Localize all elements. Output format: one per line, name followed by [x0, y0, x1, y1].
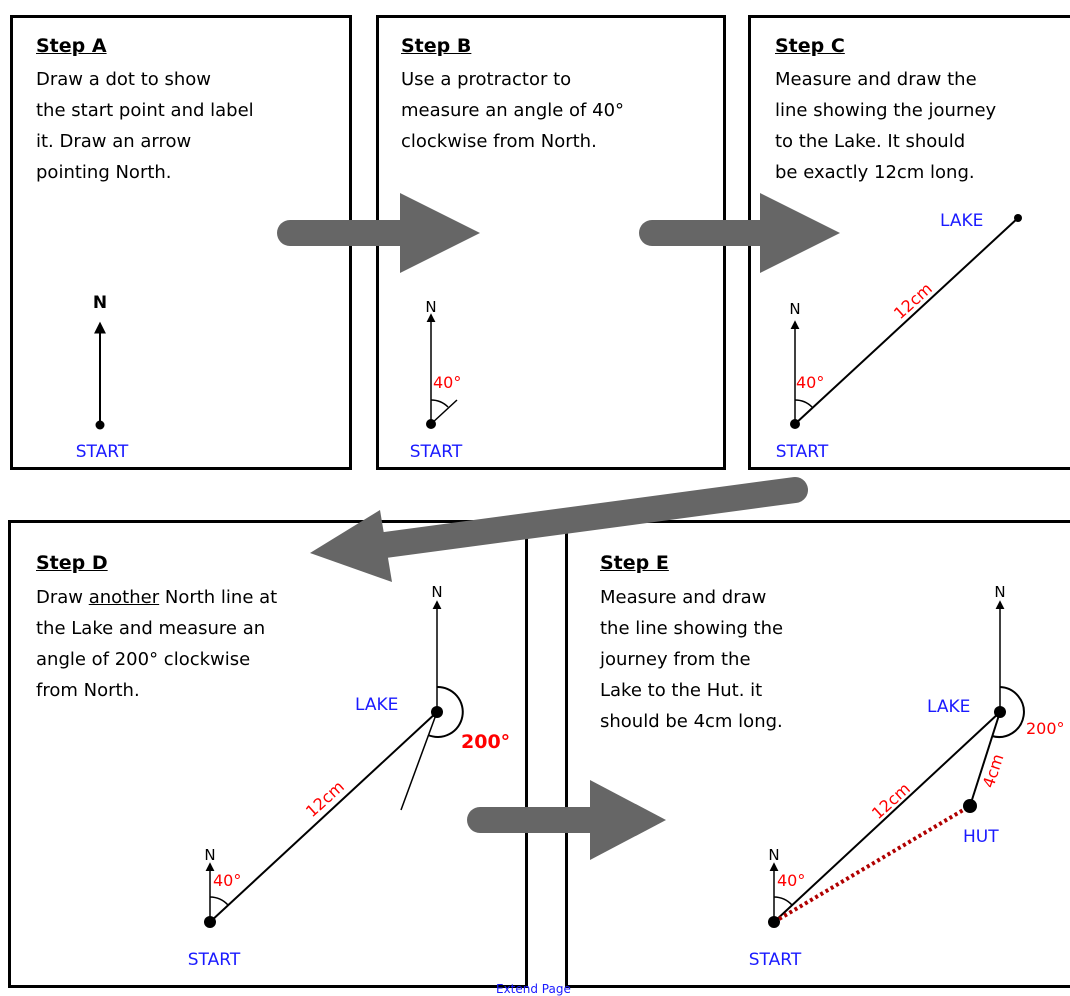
journey-line: [794, 217, 1019, 425]
step-d-emphasis: another: [88, 587, 160, 608]
north-label: N: [789, 300, 800, 318]
journey-line: [773, 711, 1001, 923]
step-b-text: Use a protractor to measure an angle of …: [401, 64, 624, 157]
lake-label: LAKE: [940, 211, 983, 231]
direct-path: [772, 804, 972, 924]
step-e-drawing: N N 40° 12cm 4cm LAKE 200° HUT START: [749, 583, 1065, 970]
angle-200-label: 200°: [461, 731, 510, 753]
flow-arrow-d-to-e: [467, 780, 666, 860]
step-c-line: be exactly 12cm long.: [775, 162, 975, 183]
step-d-title: Step D: [36, 552, 108, 574]
north-label: N: [425, 298, 436, 316]
step-d-line1-before: Draw: [36, 587, 89, 608]
step-d-drawing: N N 40° 12cm LAKE 200° START: [188, 583, 510, 970]
panel-step-d: [8, 520, 528, 988]
step-e-line: Measure and draw: [600, 587, 767, 608]
start-label: START: [410, 442, 463, 462]
step-a-line: Draw a dot to show: [36, 69, 212, 90]
start-label: START: [76, 442, 129, 462]
step-b-line: Use a protractor to: [401, 69, 572, 90]
step-e-text: Measure and draw the line showing the jo…: [600, 582, 783, 737]
step-d-line: angle of 200° clockwise: [36, 649, 251, 670]
north-label: N: [93, 293, 107, 313]
lake-dot: [431, 706, 443, 718]
angle-ray: [400, 711, 438, 811]
hut-dot: [963, 799, 977, 813]
step-d-line1-after: North line at: [159, 587, 278, 608]
angle-arc: [209, 896, 229, 906]
angle-arc: [430, 399, 449, 408]
step-a-drawing: N START: [76, 293, 129, 462]
flow-arrow-a-to-b: [277, 193, 480, 273]
lake-label: LAKE: [355, 695, 398, 715]
step-a-line: the start point and label: [36, 100, 254, 121]
start-label: START: [749, 950, 802, 970]
step-e-title: Step E: [600, 552, 669, 574]
distance-4cm-label: 4cm: [979, 751, 1008, 790]
start-dot: [426, 419, 436, 429]
step-e-line: journey from the: [600, 649, 751, 670]
north-label: N: [431, 583, 442, 601]
step-c-line: to the Lake. It should: [775, 131, 966, 152]
step-e-line: the line showing the: [600, 618, 784, 639]
angle-40-label: 40°: [433, 373, 461, 392]
step-d-line: Draw another North line at: [36, 582, 277, 613]
step-d-line: from North.: [36, 680, 140, 701]
start-label: START: [188, 950, 241, 970]
north-label: N: [204, 846, 215, 864]
angle-ray: [430, 399, 458, 425]
hut-line: [969, 711, 1001, 807]
step-e-line: Lake to the Hut. it: [600, 680, 763, 701]
angle-40-label: 40°: [796, 373, 824, 392]
angle-200-arc: [427, 685, 464, 738]
start-dot: [204, 916, 216, 928]
step-c-title: Step C: [775, 35, 845, 57]
step-c-line: line showing the journey: [775, 100, 997, 121]
angle-arc: [773, 896, 793, 906]
step-e-line: should be 4cm long.: [600, 711, 783, 732]
north-label: N: [768, 846, 779, 864]
step-c-text: Measure and draw the line showing the jo…: [775, 64, 996, 188]
flow-arrow-b-to-c: [639, 193, 840, 273]
start-dot: [768, 916, 780, 928]
start-dot: [95, 420, 105, 430]
step-a-title: Step A: [36, 35, 107, 57]
step-b-line: measure an angle of 40°: [401, 100, 625, 121]
extend-page-link[interactable]: Extend Page: [496, 982, 571, 996]
start-label: START: [776, 442, 829, 462]
angle-200-arc: [991, 686, 1025, 738]
angle-200-label: 200°: [1026, 719, 1065, 738]
start-dot: [790, 419, 800, 429]
angle-40-label: 40°: [777, 871, 805, 890]
lake-dot: [994, 706, 1006, 718]
distance-12cm-label: 12cm: [868, 779, 914, 823]
north-label: N: [994, 583, 1005, 601]
step-c-line: Measure and draw the: [775, 69, 977, 90]
angle-40-label: 40°: [213, 871, 241, 890]
step-b-drawing: N 40° START: [410, 298, 463, 462]
step-d-line: the Lake and measure an: [36, 618, 266, 639]
step-b-title: Step B: [401, 35, 472, 57]
flow-arrow-c-to-d: [310, 477, 808, 582]
lake-label: LAKE: [927, 697, 970, 717]
step-b-line: clockwise from North.: [401, 131, 597, 152]
lake-dot: [1014, 214, 1022, 222]
step-c-drawing: N 40° 12cm LAKE START: [776, 211, 1022, 462]
step-a-text: Draw a dot to show the start point and l…: [36, 64, 254, 188]
step-a-line: pointing North.: [36, 162, 172, 183]
step-d-text: Draw another North line at the Lake and …: [36, 582, 277, 706]
angle-arc: [794, 399, 813, 408]
journey-line: [209, 711, 438, 923]
step-a-line: it. Draw an arrow: [36, 131, 192, 152]
hut-label: HUT: [963, 827, 999, 847]
